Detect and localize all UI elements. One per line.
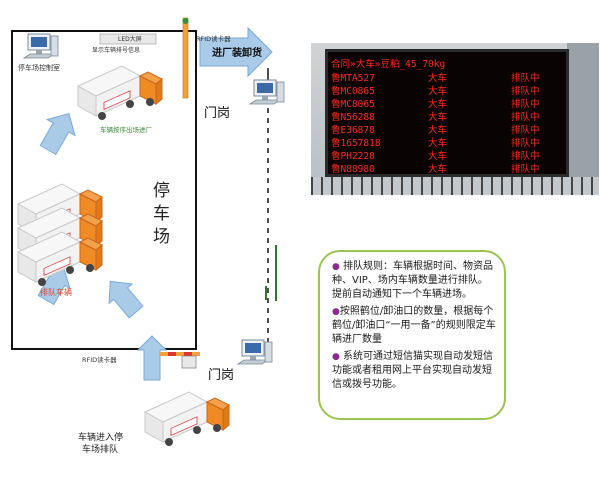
rfid-reader-top-label: RFID读卡器 — [196, 35, 231, 43]
truck-exit-note: 车辆按序出场进厂 — [100, 126, 152, 134]
led-screen-sub: 显示车辆排号信息 — [92, 47, 141, 54]
rule-item: ● 系统可通过短信猫实现自动发短信功能或者租用网上平台实现自动发短信或拨号功能。 — [332, 350, 496, 392]
led-plate: 鲁E36878 — [331, 125, 375, 136]
control-room-computer — [23, 33, 59, 59]
incoming-label-1: 车辆进入停 — [78, 433, 124, 443]
direction-arrow-top-left — [39, 113, 76, 156]
incoming-label-2: 车场排队 — [82, 445, 119, 455]
led-type: 大车 — [428, 73, 448, 84]
bullet-icon: ● — [332, 307, 340, 317]
led-plate: 鲁N56288 — [331, 112, 375, 123]
led-plate: 鲁MC0865 — [331, 86, 375, 97]
rule-item: ●按照鹤位/卸油口的数量，根据每个鹤位/卸油口“一用一备”的规则限定车辆进厂数量 — [332, 305, 496, 347]
building-background — [567, 43, 599, 195]
led-screen-label: LED大屏 — [118, 36, 142, 43]
gate-top-label: 门岗 — [204, 106, 231, 121]
queue-label: 排队车辆 — [40, 288, 72, 297]
led-status: 排队中 — [511, 138, 540, 149]
top-gate-computer — [249, 79, 285, 105]
led-status: 排队中 — [511, 86, 540, 97]
led-type: 大车 — [428, 99, 448, 110]
led-status: 排队中 — [511, 151, 540, 162]
entry-gate-post — [182, 17, 189, 99]
rule-text: 按照鹤位/卸油口的数量，根据每个鹤位/卸油口“一用一备”的规则限定车辆进厂数量 — [332, 306, 496, 345]
entry-arrow-label: 进厂装卸货 — [212, 48, 262, 59]
entry-arrow — [199, 26, 273, 78]
led-plate: 鲁MC8065 — [331, 99, 375, 110]
bottom-gate-computer — [237, 339, 273, 365]
led-status: 排队中 — [511, 99, 540, 110]
bottom-barrier-arm-stripe — [168, 352, 176, 356]
bottom-barrier-arm — [160, 352, 200, 356]
queue-rules-box: ● 排队规则：车辆根据时间、物资品种、VIP、场内车辆数量进行排队。提前自动通知… — [318, 250, 506, 420]
led-plate: 鲁1657818 — [331, 138, 381, 149]
led-status: 排队中 — [511, 73, 540, 84]
rule-text: 排队规则：车辆根据时间、物资品种、VIP、场内车辆数量进行排队。提前自动通知下一… — [332, 261, 494, 300]
led-status: 排队中 — [511, 164, 540, 175]
bottom-barrier-post — [181, 355, 197, 369]
lot-char-3: 场 — [153, 227, 170, 247]
led-type: 大车 — [428, 164, 448, 175]
fence — [311, 177, 599, 195]
bottom-barrier-arm-stripe-2 — [184, 352, 192, 356]
led-header: 合同»大车»豆粕_45_70kg — [331, 59, 446, 70]
led-type: 大车 — [428, 86, 448, 97]
lot-char-2: 车 — [153, 204, 170, 224]
rule-text: 系统可通过短信猫实现自动发短信功能或者租用网上平台实现自动发短信或拨号功能。 — [332, 351, 494, 390]
lot-char-1: 停 — [153, 181, 170, 201]
led-type: 大车 — [428, 138, 448, 149]
bullet-icon: ● — [332, 262, 340, 272]
led-plate: 鲁PH2228 — [331, 151, 375, 162]
parking-lot-boundary — [11, 30, 197, 350]
parking-office-label: 停车场控制室 — [18, 64, 60, 72]
side-post-1 — [275, 245, 277, 301]
led-status: 排队中 — [511, 112, 540, 123]
side-post-2 — [265, 286, 267, 300]
led-plate: 鲁N88980 — [331, 164, 375, 175]
led-display-photo: 合同»大车»豆粕_45_70kg 鲁MTA527 大车 排队中 鲁MC0865 … — [311, 43, 599, 195]
led-plate: 鲁MTA527 — [331, 73, 375, 84]
bullet-icon: ● — [332, 352, 340, 362]
led-type: 大车 — [428, 112, 448, 123]
truck-exiting — [77, 65, 163, 121]
truck-incoming — [144, 391, 230, 447]
gate-bottom-label: 门岗 — [208, 368, 235, 383]
rfid-reader-bottom-label: RFID读卡器 — [82, 356, 117, 364]
gate-up-arrow — [136, 335, 168, 381]
led-type: 大车 — [428, 125, 448, 136]
led-board: 合同»大车»豆粕_45_70kg 鲁MTA527 大车 排队中 鲁MC0865 … — [325, 49, 569, 177]
entry-gate-lamp — [182, 18, 189, 24]
led-screen-box — [99, 33, 157, 45]
direction-arrow-bottom — [108, 280, 144, 319]
led-type: 大车 — [428, 151, 448, 162]
led-status: 排队中 — [511, 125, 540, 136]
rule-item: ● 排队规则：车辆根据时间、物资品种、VIP、场内车辆数量进行排队。提前自动通知… — [332, 260, 496, 302]
